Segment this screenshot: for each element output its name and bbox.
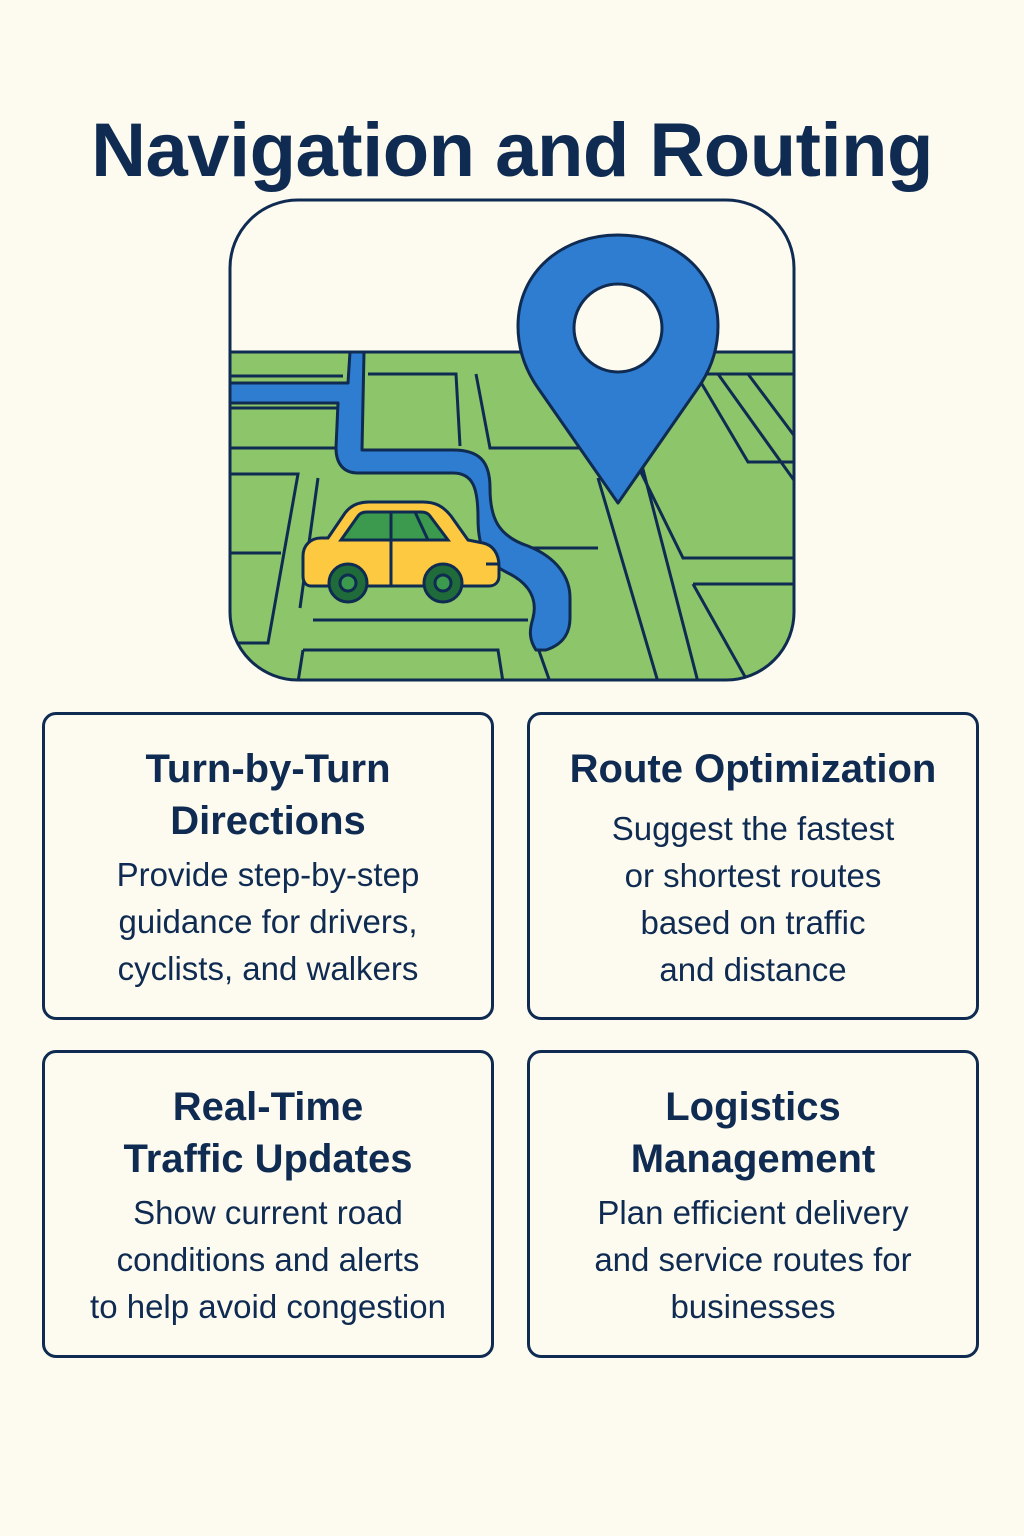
feature-card-real-time-traffic: Real-Time Traffic Updates Show current r… — [42, 1050, 494, 1358]
card-title: Real-Time Traffic Updates — [123, 1085, 413, 1181]
page-title: Navigation and Routing — [91, 107, 933, 193]
card-title: Route Optimization — [569, 747, 937, 791]
car-icon — [301, 500, 501, 604]
map-pin-icon — [516, 233, 720, 505]
feature-card-logistics-management: Logistics Management Plan efficient deli… — [527, 1050, 979, 1358]
map-illustration — [228, 198, 796, 682]
card-description: Suggest the fastest or shortest routes b… — [611, 810, 895, 988]
feature-card-turn-by-turn: Turn-by-Turn Directions Provide step-by-… — [42, 712, 494, 1020]
card-description: Provide step-by-step guidance for driver… — [116, 856, 420, 987]
card-title: Turn-by-Turn Directions — [145, 747, 391, 843]
feature-card-route-optimization: Route Optimization Suggest the fastest o… — [527, 712, 979, 1020]
card-description: Show current road conditions and alerts … — [90, 1194, 446, 1325]
route-path — [230, 350, 572, 652]
card-description: Plan efficient delivery and service rout… — [594, 1194, 912, 1325]
card-title: Logistics Management — [630, 1085, 876, 1181]
